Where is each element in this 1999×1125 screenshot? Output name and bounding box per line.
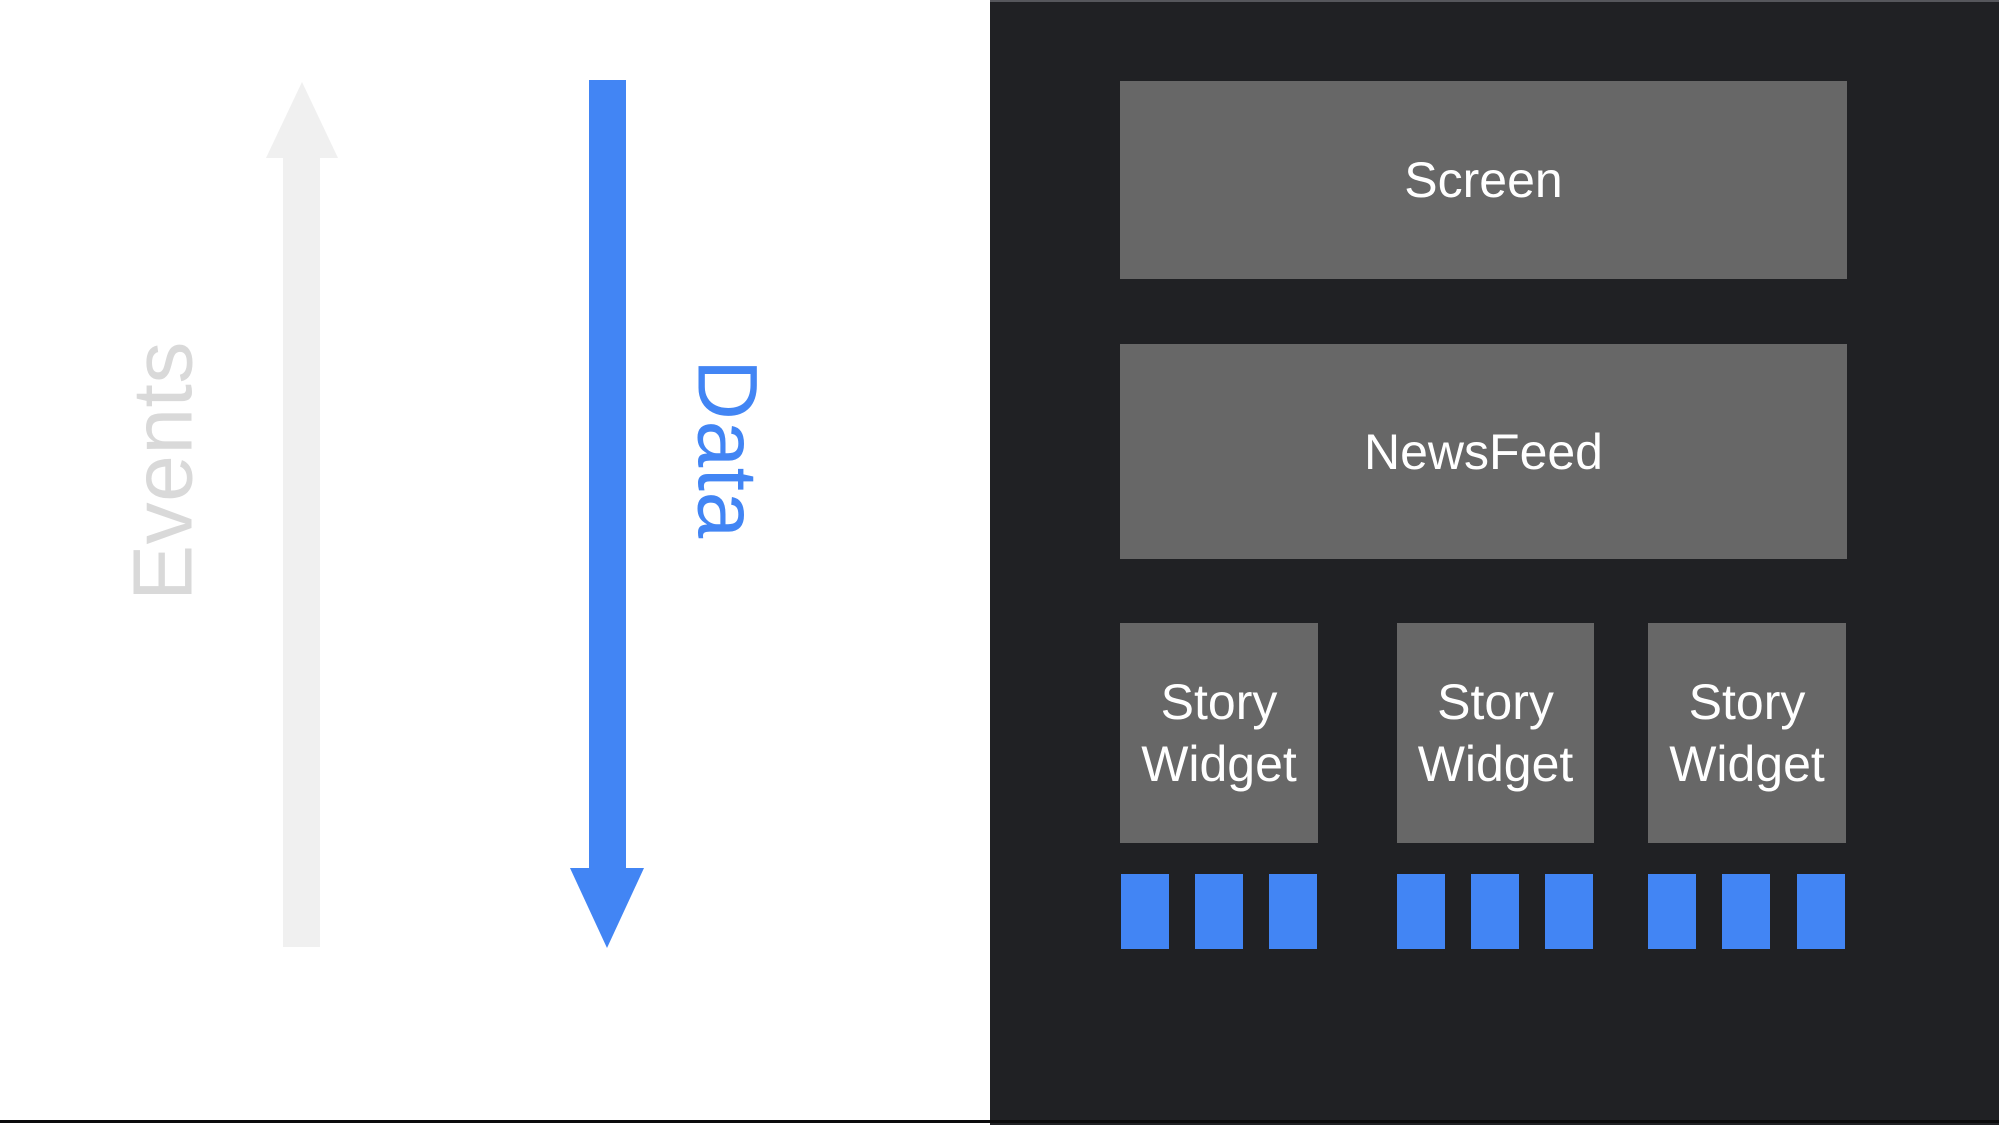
widget-tree-panel: Screen NewsFeed Story Widget Story Widge… (990, 0, 1999, 1125)
story-widget-label: Story Widget (1417, 674, 1574, 792)
story-data-square (1121, 874, 1169, 949)
events-flow-label: Events (115, 341, 210, 601)
story-data-square (1269, 874, 1317, 949)
story-widget-box: Story Widget (1397, 623, 1594, 843)
story-data-square (1397, 874, 1445, 949)
slide-bottom-border (0, 1120, 1999, 1123)
story-data-square (1195, 874, 1243, 949)
screen-widget-label: Screen (1404, 152, 1563, 208)
arrow-up-icon (266, 82, 338, 158)
story-widget-box: Story Widget (1648, 623, 1846, 843)
story-widget-label: Story Widget (1141, 674, 1297, 792)
arrow-down-icon (570, 868, 644, 948)
events-arrow-shaft (283, 150, 320, 947)
story-data-square (1471, 874, 1519, 949)
screen-widget-box: Screen (1120, 81, 1847, 279)
story-data-square (1545, 874, 1593, 949)
data-flow-label: Data (680, 359, 775, 539)
newsfeed-widget-label: NewsFeed (1364, 423, 1603, 480)
story-widget-label: Story Widget (1669, 674, 1825, 792)
story-data-square (1648, 874, 1696, 949)
story-data-square (1797, 874, 1845, 949)
story-widget-box: Story Widget (1120, 623, 1318, 843)
newsfeed-widget-box: NewsFeed (1120, 344, 1847, 559)
data-arrow-shaft (589, 80, 626, 868)
story-data-square (1722, 874, 1770, 949)
